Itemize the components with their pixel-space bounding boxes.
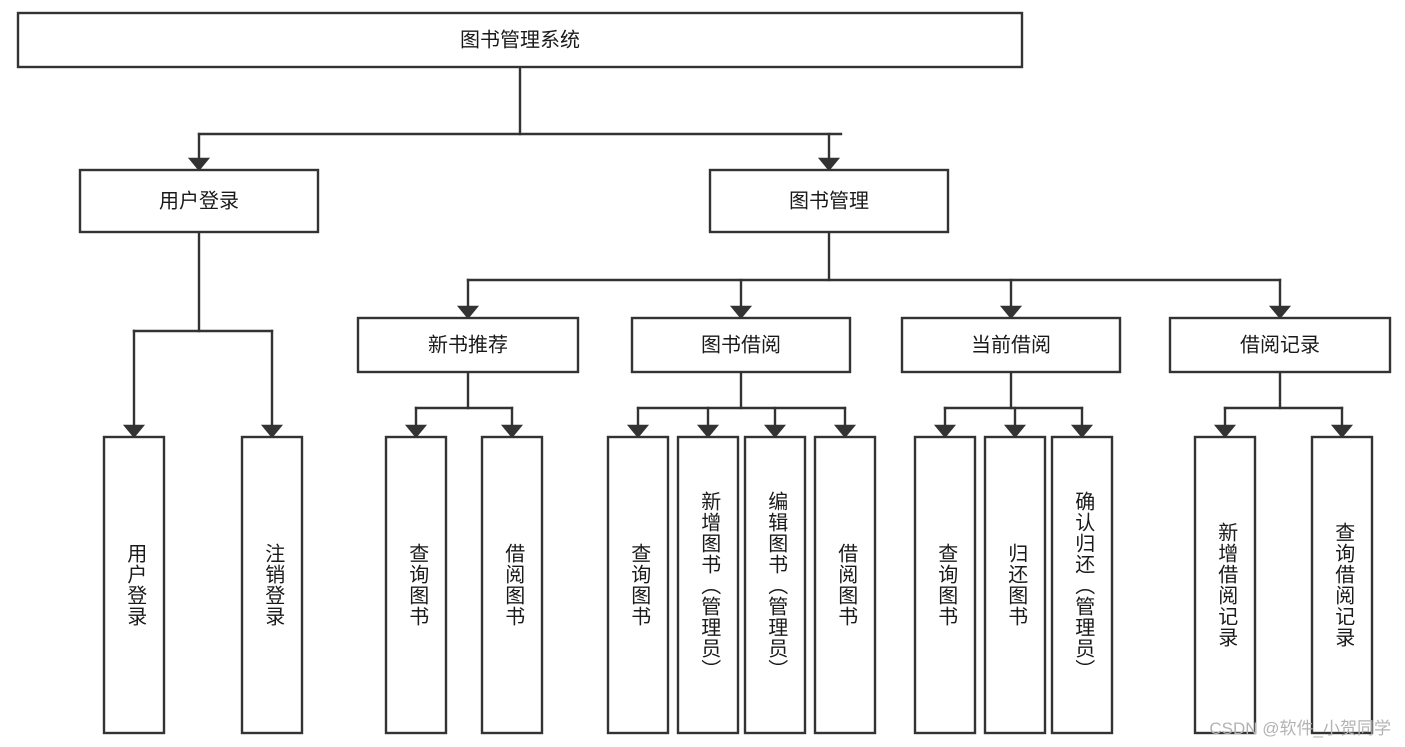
node-new-book-recommend-label: 新书推荐 (428, 333, 508, 356)
node-book-management[interactable]: 图书管理 (708, 168, 950, 234)
node-leaf-borrow-book-1-box[interactable] (480, 435, 544, 735)
node-current-borrow[interactable]: 当前借阅 (900, 316, 1122, 374)
node-leaf-confirm-return-box[interactable] (1050, 435, 1114, 735)
node-leaf-logout-box[interactable] (240, 435, 304, 735)
node-borrow-record[interactable]: 借阅记录 (1168, 316, 1392, 374)
node-book-borrow-label: 图书借阅 (701, 333, 781, 356)
node-leaf-query-borrow-record-box[interactable] (1310, 435, 1374, 735)
node-leaf-user-login-box[interactable] (102, 435, 166, 735)
node-root[interactable]: 图书管理系统 (16, 11, 1024, 69)
node-user-login-box[interactable] (78, 168, 320, 234)
node-leaf-query-book-2-box[interactable] (606, 435, 670, 735)
node-leaf-edit-book-box[interactable] (743, 435, 807, 735)
leaf-boxes (102, 435, 1374, 735)
node-root-box[interactable] (16, 11, 1024, 69)
node-borrow-record-box[interactable] (1168, 316, 1392, 374)
node-book-management-box[interactable] (708, 168, 950, 234)
node-book-borrow[interactable]: 图书借阅 (630, 316, 852, 374)
node-user-login[interactable]: 用户登录 (78, 168, 320, 234)
node-book-management-label: 图书管理 (789, 189, 869, 212)
node-new-book-recommend[interactable]: 新书推荐 (356, 316, 580, 374)
connector-layer (122, 65, 1354, 439)
node-new-book-recommend-box[interactable] (356, 316, 580, 374)
node-leaf-query-book-3-box[interactable] (913, 435, 977, 735)
node-current-borrow-box[interactable] (900, 316, 1122, 374)
node-current-borrow-label: 当前借阅 (971, 333, 1051, 356)
csdn-watermark: CSDN @软件_小贺同学 (1209, 719, 1391, 738)
node-user-login-label: 用户登录 (159, 189, 239, 212)
node-leaf-borrow-book-2-box[interactable] (813, 435, 877, 735)
node-borrow-record-label: 借阅记录 (1240, 333, 1320, 356)
node-leaf-return-book-box[interactable] (983, 435, 1047, 735)
node-root-label: 图书管理系统 (460, 28, 580, 51)
node-leaf-query-book-1-box[interactable] (384, 435, 448, 735)
node-leaf-add-book-box[interactable] (676, 435, 740, 735)
node-book-borrow-box[interactable] (630, 316, 852, 374)
node-leaf-add-borrow-record-box[interactable] (1193, 435, 1257, 735)
